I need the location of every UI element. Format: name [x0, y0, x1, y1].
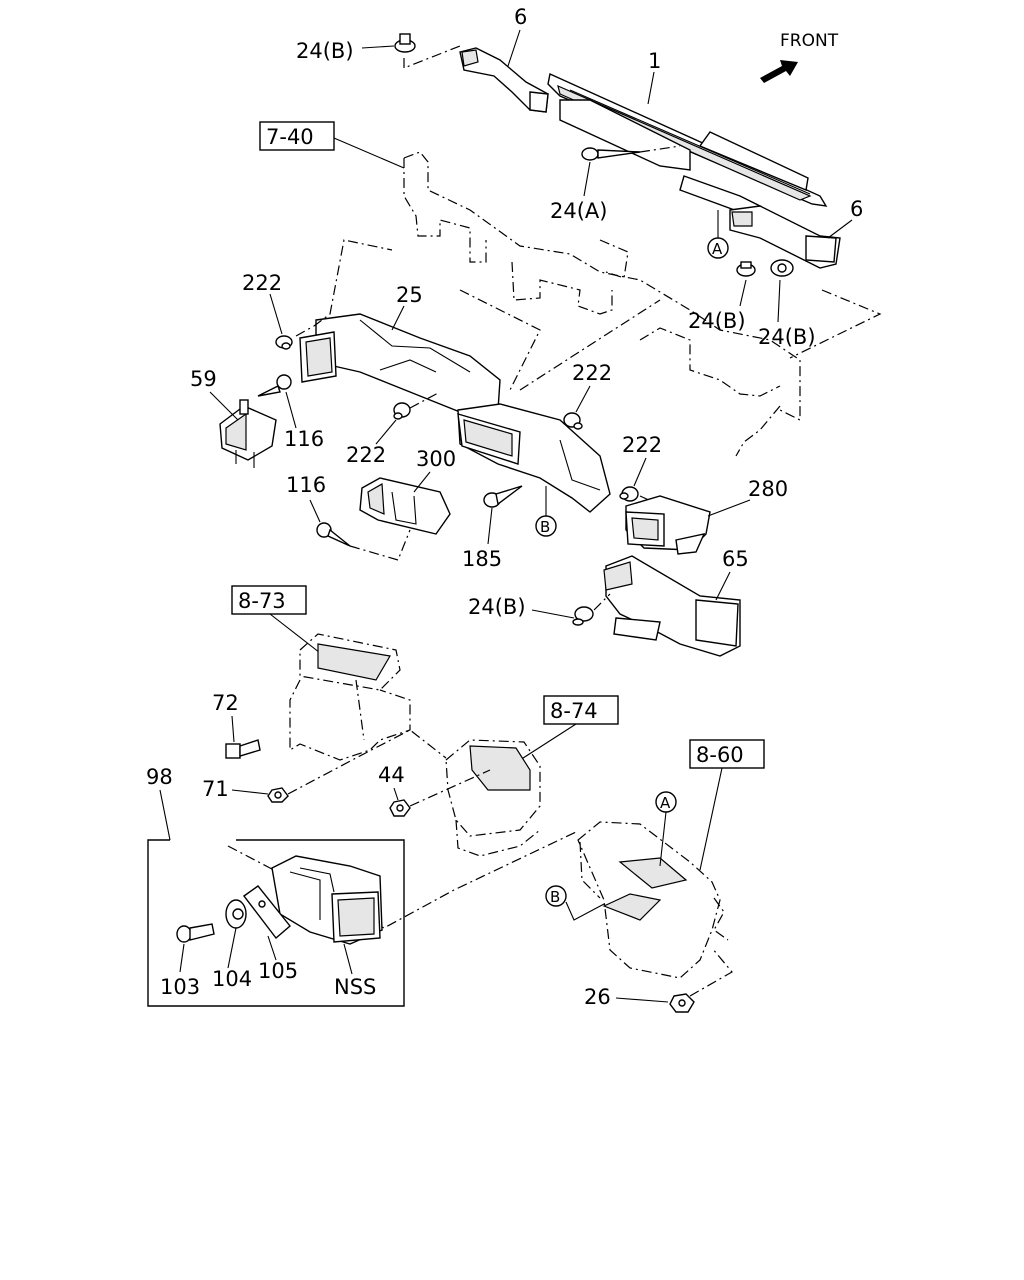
label-part-6-right: 6: [850, 197, 863, 221]
part-6-side-duct-left: [459, 47, 549, 113]
clip-24b-lower: [572, 606, 594, 626]
label-part-103: 103: [160, 975, 200, 999]
screw-185: [483, 485, 523, 508]
part-65-duct: [603, 555, 741, 657]
nut-26: [669, 993, 695, 1013]
label-part-300: 300: [416, 447, 456, 471]
label-part-59: 59: [190, 367, 217, 391]
part-1-defroster-nozzle: [547, 72, 828, 213]
ref-box-8-60: 8-60: [689, 739, 765, 769]
bolt-103: [176, 923, 215, 943]
label-222-right-lower: 222: [622, 433, 662, 457]
label-24b-right-1: 24(B): [688, 309, 746, 333]
label-24b-top: 24(B): [296, 39, 354, 63]
clip-24b-right-1: [736, 261, 756, 277]
ref-box-8-74: 8-74: [543, 695, 619, 725]
heater-unit: [577, 821, 729, 979]
part-280-vent: [625, 495, 711, 555]
label-part-71: 71: [202, 777, 229, 801]
label-116-lower: 116: [286, 473, 326, 497]
ref-box-7-40: 7-40: [259, 121, 335, 151]
label-part-26: 26: [584, 985, 611, 1009]
label-222-upper-left: 222: [242, 271, 282, 295]
center-lower-duct: [457, 403, 611, 513]
callout-b-upper: B: [535, 486, 557, 537]
nut-71: [267, 787, 289, 803]
clip-24b-right-2: [770, 259, 794, 277]
part-25-center-duct: [299, 313, 501, 417]
callout-a-upper: A: [707, 210, 729, 259]
callout-a-lower-letter: A: [660, 794, 671, 812]
label-part-280: 280: [748, 477, 788, 501]
label-part-185: 185: [462, 547, 502, 571]
label-part-104: 104: [212, 967, 252, 991]
evaporator-unit: [445, 739, 541, 857]
part-6-side-duct-right: [729, 205, 841, 269]
part-104-bracket: [225, 899, 247, 929]
front-direction-indicator: FRONT: [760, 31, 839, 83]
label-24a: 24(A): [550, 199, 607, 223]
label-part-44: 44: [378, 763, 405, 787]
screw-116-lower: [316, 522, 351, 547]
screw-24a: [581, 147, 641, 161]
callout-a-lower: A: [655, 791, 677, 867]
label-222-lower-left: 222: [346, 443, 386, 467]
group-98-frame: [147, 839, 405, 1007]
instrument-panel-reinforcement: [403, 151, 801, 457]
label-part-98: 98: [146, 765, 173, 789]
label-nss: NSS: [334, 975, 376, 999]
part-nss-duct: [271, 855, 383, 945]
part-300-vent: [359, 477, 451, 535]
ref-8-74: 8-74: [550, 699, 598, 723]
ref-8-73: 8-73: [238, 589, 286, 613]
clip-222-upper-left: [275, 335, 293, 350]
ref-7-40: 7-40: [266, 125, 314, 149]
label-part-1: 1: [648, 49, 661, 73]
label-part-105: 105: [258, 959, 298, 983]
label-24b-right-2: 24(B): [758, 325, 816, 349]
screw-116-upper: [257, 374, 292, 397]
label-24b-lower: 24(B): [468, 595, 526, 619]
clip-222-right-lower: [619, 486, 639, 502]
clip-24b-top: [394, 33, 416, 53]
part-59-bracket: [219, 399, 277, 468]
label-116-upper: 116: [284, 427, 324, 451]
label-part-6-top: 6: [514, 5, 527, 29]
callout-b-lower-letter: B: [550, 888, 560, 906]
label-part-25: 25: [396, 283, 423, 307]
front-arrow-icon: [760, 60, 798, 83]
label-part-65: 65: [722, 547, 749, 571]
clip-222-lower-left: [393, 402, 411, 420]
label-222-right-upper: 222: [572, 361, 612, 385]
front-label: FRONT: [780, 31, 839, 51]
ref-8-60: 8-60: [696, 743, 744, 767]
bolt-72: [225, 739, 261, 759]
callout-a-upper-letter: A: [712, 240, 723, 258]
callout-b-upper-letter: B: [540, 518, 550, 536]
nut-44: [389, 799, 411, 817]
part-105-gasket: [243, 885, 291, 940]
label-part-72: 72: [212, 691, 239, 715]
callout-b-lower: B: [545, 885, 605, 921]
ref-box-8-73: 8-73: [231, 585, 307, 615]
clip-222-right-upper: [563, 412, 583, 430]
blower-housing: [289, 633, 411, 761]
